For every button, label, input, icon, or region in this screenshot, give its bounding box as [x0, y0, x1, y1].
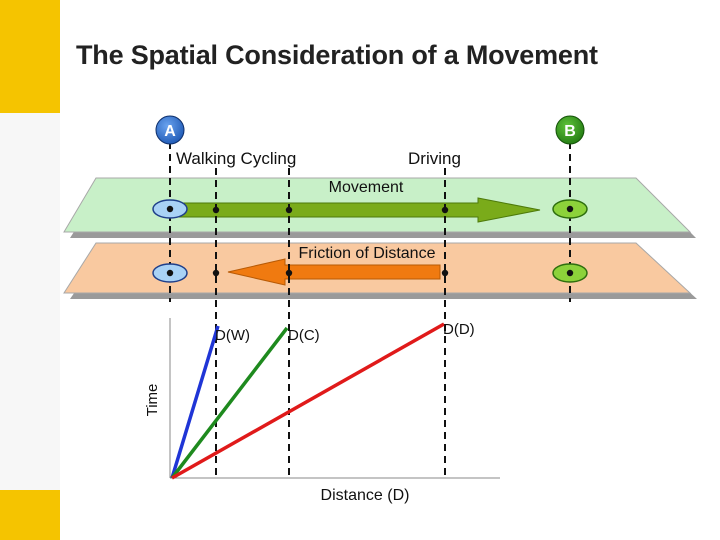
sidebar: [0, 0, 60, 540]
driving-line: [171, 322, 445, 480]
x-axis-label: Distance (D): [321, 487, 410, 504]
walking-cycling-label: Walking Cycling: [176, 149, 296, 168]
movement-arrow: [177, 197, 541, 223]
friction-arrow: [227, 258, 441, 286]
dot: [212, 269, 220, 277]
point-b-circle: [555, 115, 585, 145]
dot: [566, 205, 574, 213]
friction-plane-group: [63, 242, 697, 299]
plane-dots: [166, 205, 574, 277]
sidebar-accent-top: [0, 0, 60, 113]
point-b-label: B: [564, 123, 576, 140]
dw-label: D(W): [215, 327, 250, 344]
dot: [212, 206, 220, 214]
dot: [285, 206, 293, 214]
cycling-line: [170, 326, 289, 480]
driving-label: Driving: [408, 149, 461, 168]
dd-label: D(D): [443, 321, 475, 338]
page-title: The Spatial Consideration of a Movement: [76, 40, 598, 70]
dot: [441, 206, 449, 214]
dot: [566, 269, 574, 277]
point-a-label: A: [164, 123, 176, 140]
y-axis-label: Time: [144, 384, 161, 417]
sidebar-accent-bottom: [0, 490, 60, 540]
movement-label: Movement: [329, 179, 404, 196]
point-a-circle: [155, 115, 185, 145]
dot: [441, 269, 449, 277]
dot: [166, 205, 174, 213]
friction-label: Friction of Distance: [299, 245, 436, 262]
point-b: B: [555, 115, 585, 145]
walking-line: [170, 325, 220, 479]
movement-plane-group: [63, 177, 696, 238]
dc-label: D(C): [288, 327, 320, 344]
point-a: A: [155, 115, 185, 145]
dot: [166, 269, 174, 277]
dot: [285, 269, 293, 277]
time-distance-graph: D(W) D(C) D(D) Time Distance (D): [144, 318, 500, 504]
